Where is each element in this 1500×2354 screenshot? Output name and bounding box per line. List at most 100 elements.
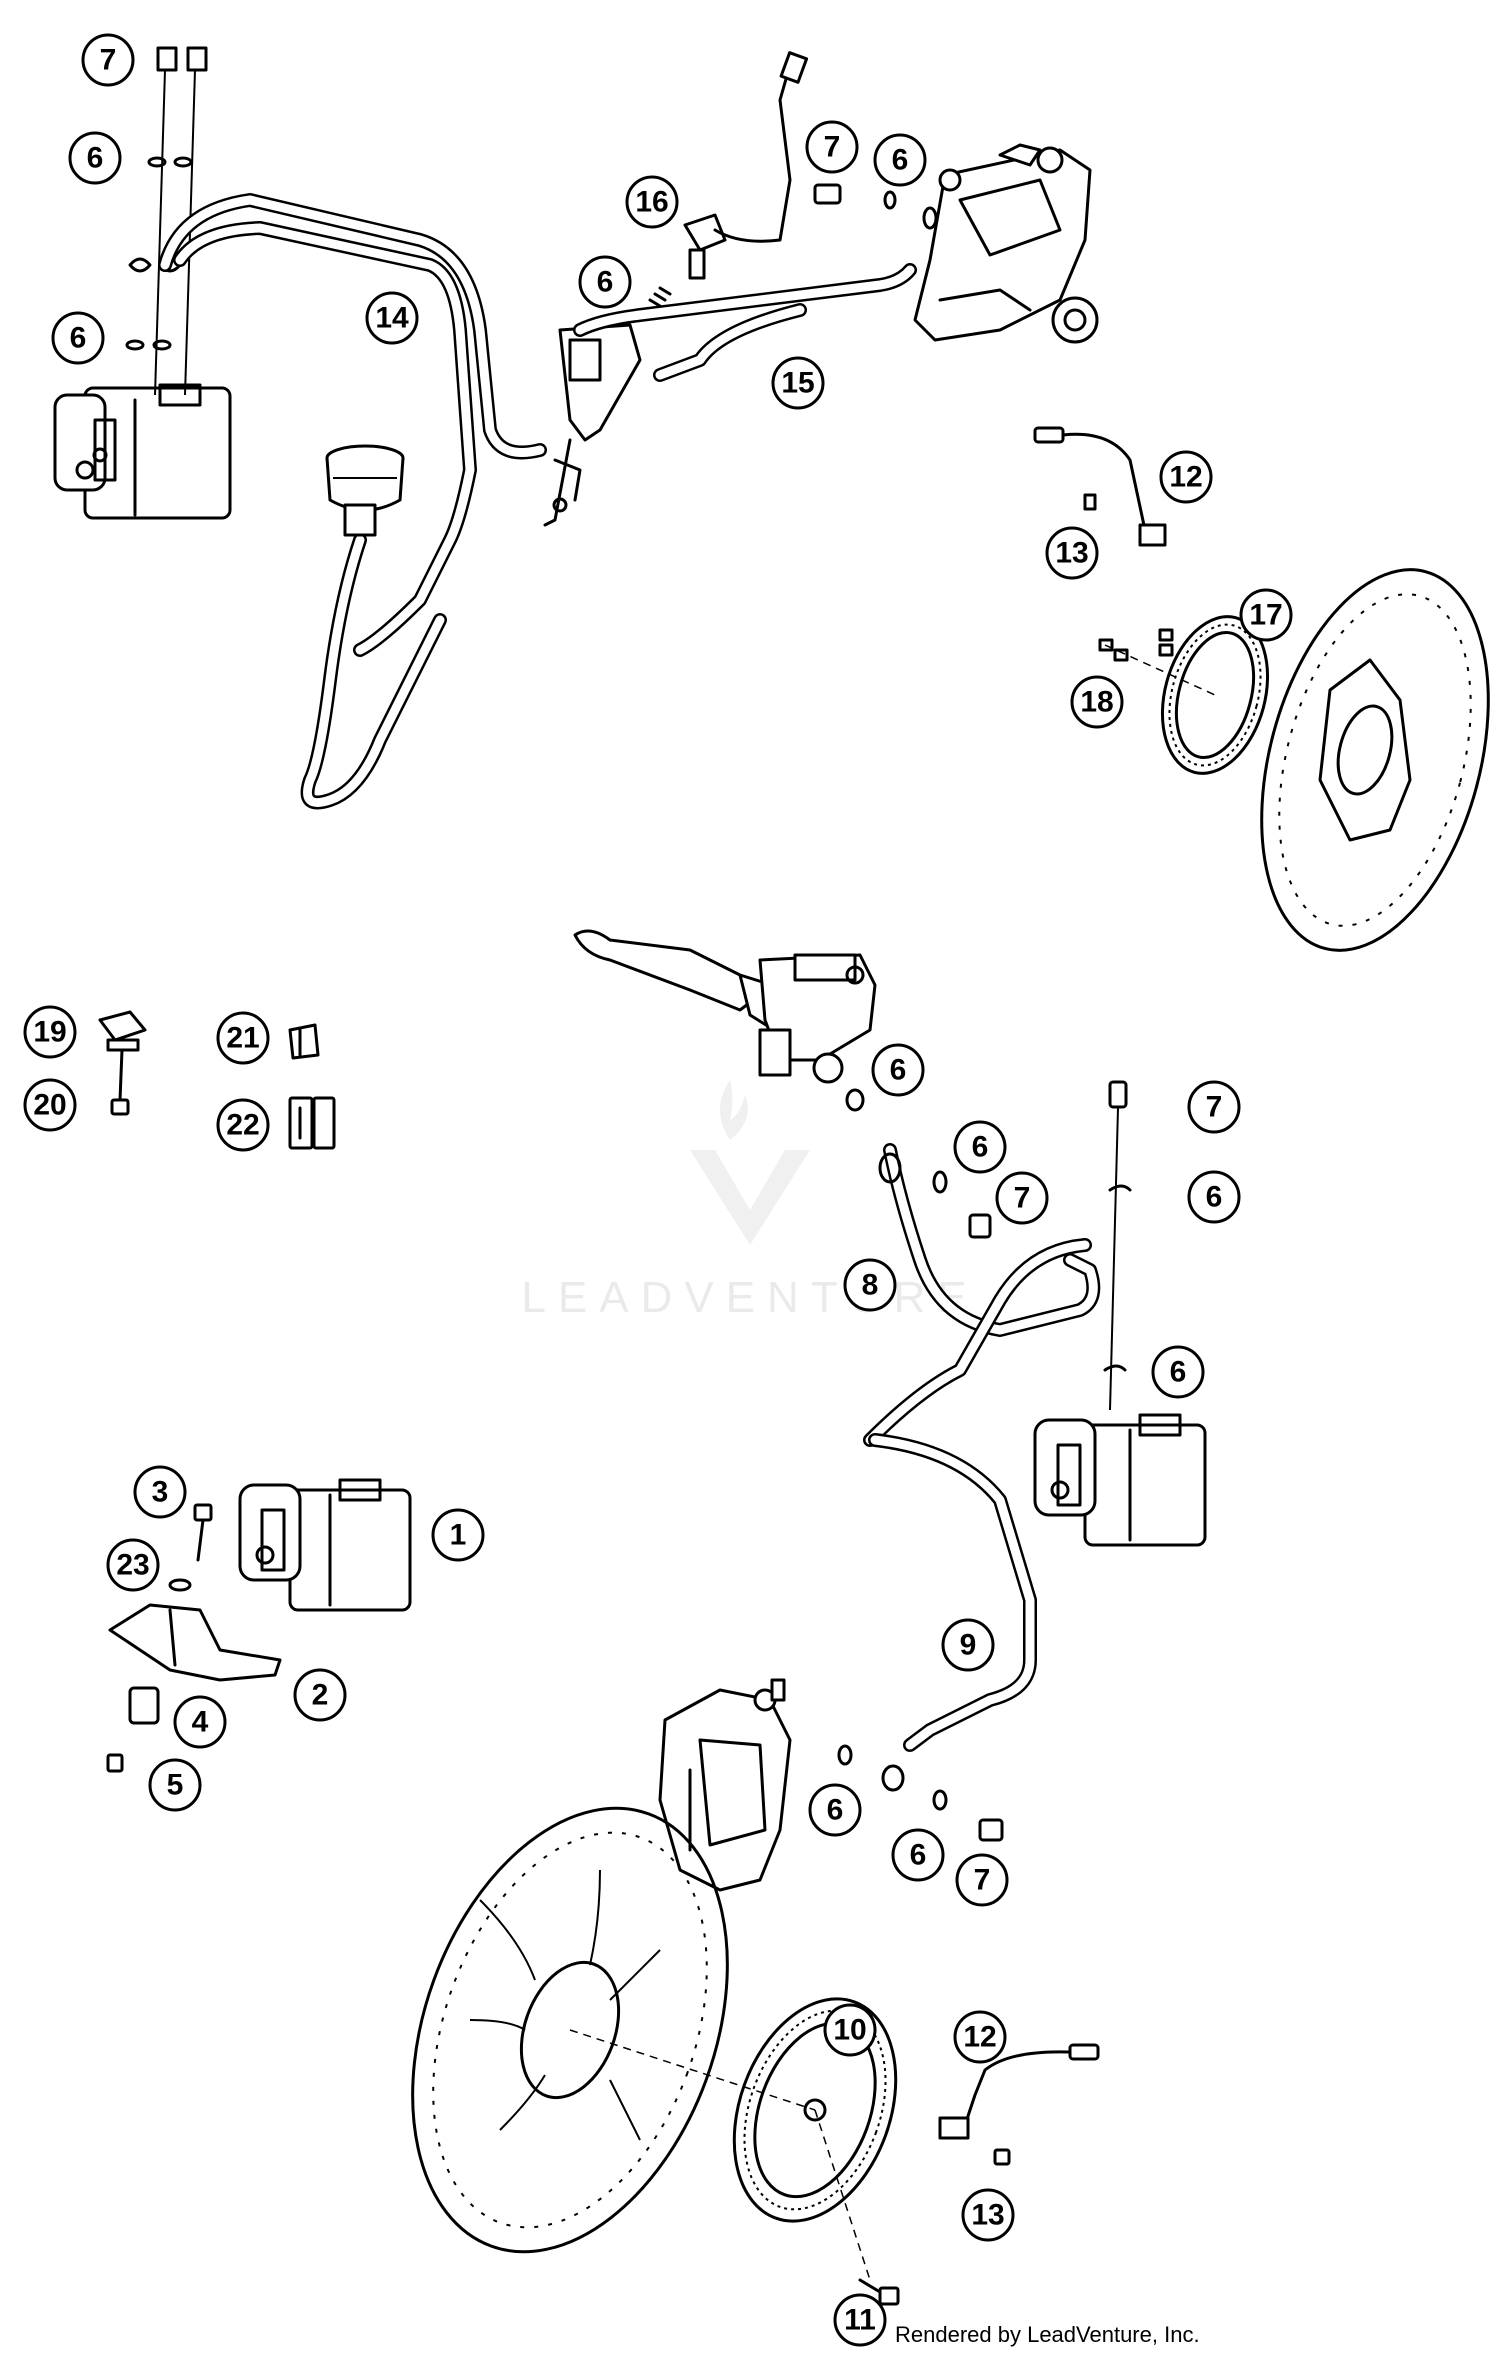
svg-text:7: 7: [824, 131, 841, 164]
part-21-clip: [288, 1023, 320, 1060]
svg-text:6: 6: [827, 1794, 844, 1827]
svg-text:7: 7: [100, 44, 117, 77]
svg-text:12: 12: [963, 2021, 996, 2054]
leader-disc-to-ring: [569, 2029, 816, 2111]
svg-text:4: 4: [192, 1706, 209, 1739]
callout-12-a[interactable]: 12: [1159, 450, 1213, 504]
callout-12-b[interactable]: 12: [953, 2010, 1007, 2064]
svg-text:8: 8: [862, 1269, 879, 1302]
callout-23[interactable]: 23: [106, 1538, 160, 1592]
reservoir-hose: [300, 533, 447, 810]
leadventure-watermark: LEADVENTURE: [521, 1080, 978, 1322]
svg-text:3: 3: [152, 1476, 169, 1509]
svg-text:19: 19: [33, 1016, 66, 1049]
leader-ring-to-bolt: [814, 2109, 871, 2281]
callout-1[interactable]: 1: [431, 1508, 485, 1562]
callout-6-g[interactable]: 6: [1187, 1170, 1241, 1224]
callout-6-h[interactable]: 6: [1151, 1345, 1205, 1399]
callout-2[interactable]: 2: [293, 1668, 347, 1722]
callout-18[interactable]: 18: [1070, 675, 1124, 729]
callout-22[interactable]: 22: [216, 1098, 270, 1152]
svg-text:23: 23: [116, 1549, 149, 1582]
svg-text:6: 6: [1206, 1181, 1223, 1214]
part-4-damper: [128, 1686, 160, 1725]
svg-text:6: 6: [87, 142, 104, 175]
callout-7-a[interactable]: 7: [81, 33, 135, 87]
callout-15[interactable]: 15: [771, 356, 825, 410]
front-brake-caliper: [658, 1678, 1004, 1892]
abs-unit-1: [238, 1478, 412, 1612]
part-20-bolt: [110, 1048, 130, 1116]
brake-line-9: [868, 1433, 1037, 1752]
callout-8[interactable]: 8: [843, 1258, 897, 1312]
callout-7-e[interactable]: 7: [955, 1853, 1009, 1907]
callout-6-j[interactable]: 6: [891, 1828, 945, 1882]
front-wheel-speed-sensor: [938, 2043, 1100, 2166]
svg-text:18: 18: [1080, 686, 1113, 719]
callout-20[interactable]: 20: [23, 1078, 77, 1132]
banjo-bolts-rear-abs: [125, 46, 208, 396]
callout-9[interactable]: 9: [941, 1618, 995, 1672]
svg-text:12: 12: [1169, 461, 1202, 494]
render-credit: Rendered by LeadVenture, Inc.: [895, 2322, 1200, 2347]
part-22-brake-pads: [288, 1096, 336, 1150]
svg-text:5: 5: [167, 1769, 184, 1802]
callout-6-b[interactable]: 6: [51, 311, 105, 365]
callout-13-b[interactable]: 13: [961, 2188, 1015, 2242]
callout-6-c[interactable]: 6: [578, 255, 632, 309]
leader-rear-ring: [1104, 644, 1216, 696]
svg-text:11: 11: [844, 2304, 876, 2337]
callout-4[interactable]: 4: [173, 1695, 227, 1749]
callout-3[interactable]: 3: [133, 1465, 187, 1519]
callout-11[interactable]: 11: [833, 2293, 887, 2347]
part-3-screw: [193, 1503, 213, 1562]
callout-19[interactable]: 19: [23, 1005, 77, 1059]
svg-text:10: 10: [833, 2014, 866, 2047]
svg-text:15: 15: [781, 367, 814, 400]
rear-master-cylinder: [543, 323, 642, 527]
brake-fluid-reservoir: [325, 444, 405, 537]
svg-text:6: 6: [70, 322, 87, 355]
callout-21[interactable]: 21: [216, 1011, 270, 1065]
svg-text:9: 9: [960, 1629, 977, 1662]
callout-6-i[interactable]: 6: [808, 1783, 862, 1837]
svg-text:13: 13: [1055, 537, 1088, 570]
svg-text:7: 7: [1014, 1182, 1031, 1215]
svg-text:16: 16: [635, 186, 668, 219]
svg-text:6: 6: [910, 1839, 927, 1872]
svg-text:7: 7: [974, 1864, 991, 1897]
abs-unit-front: [1033, 1413, 1207, 1547]
callout-16[interactable]: 16: [625, 175, 679, 229]
svg-text:13: 13: [971, 2199, 1004, 2232]
brake-line-15: [573, 263, 917, 382]
svg-text:6: 6: [890, 1054, 907, 1087]
callout-6-f[interactable]: 6: [953, 1120, 1007, 1174]
callout-17[interactable]: 17: [1239, 588, 1293, 642]
svg-text:22: 22: [226, 1109, 259, 1142]
part-2-bracket: [108, 1603, 282, 1682]
part-23-washer: [168, 1578, 192, 1592]
svg-text:20: 20: [33, 1089, 66, 1122]
front-banjo-fittings: [845, 1080, 1132, 1411]
callout-6-d[interactable]: 6: [873, 133, 927, 187]
callout-5[interactable]: 5: [148, 1758, 202, 1812]
svg-text:6: 6: [972, 1131, 989, 1164]
callout-13-a[interactable]: 13: [1045, 526, 1099, 580]
front-brake-disc: [411, 1806, 729, 2254]
svg-text:7: 7: [1206, 1091, 1223, 1124]
callout-6-e[interactable]: 6: [871, 1043, 925, 1097]
callout-7-c[interactable]: 7: [995, 1171, 1049, 1225]
callout-7-d[interactable]: 7: [1187, 1080, 1241, 1134]
callout-10[interactable]: 10: [823, 2003, 877, 2057]
svg-text:6: 6: [892, 144, 909, 177]
disc-bolt-11: [858, 2278, 900, 2306]
brake-light-switch-16: [648, 51, 809, 308]
abs-unit-rear: [53, 383, 232, 520]
callout-7-b[interactable]: 7: [805, 120, 859, 174]
svg-text:6: 6: [1170, 1356, 1187, 1389]
watermark-text: LEADVENTURE: [521, 1273, 978, 1322]
part-5-nut: [106, 1753, 124, 1773]
callout-6-a[interactable]: 6: [68, 131, 122, 185]
callout-14[interactable]: 14: [365, 291, 419, 345]
